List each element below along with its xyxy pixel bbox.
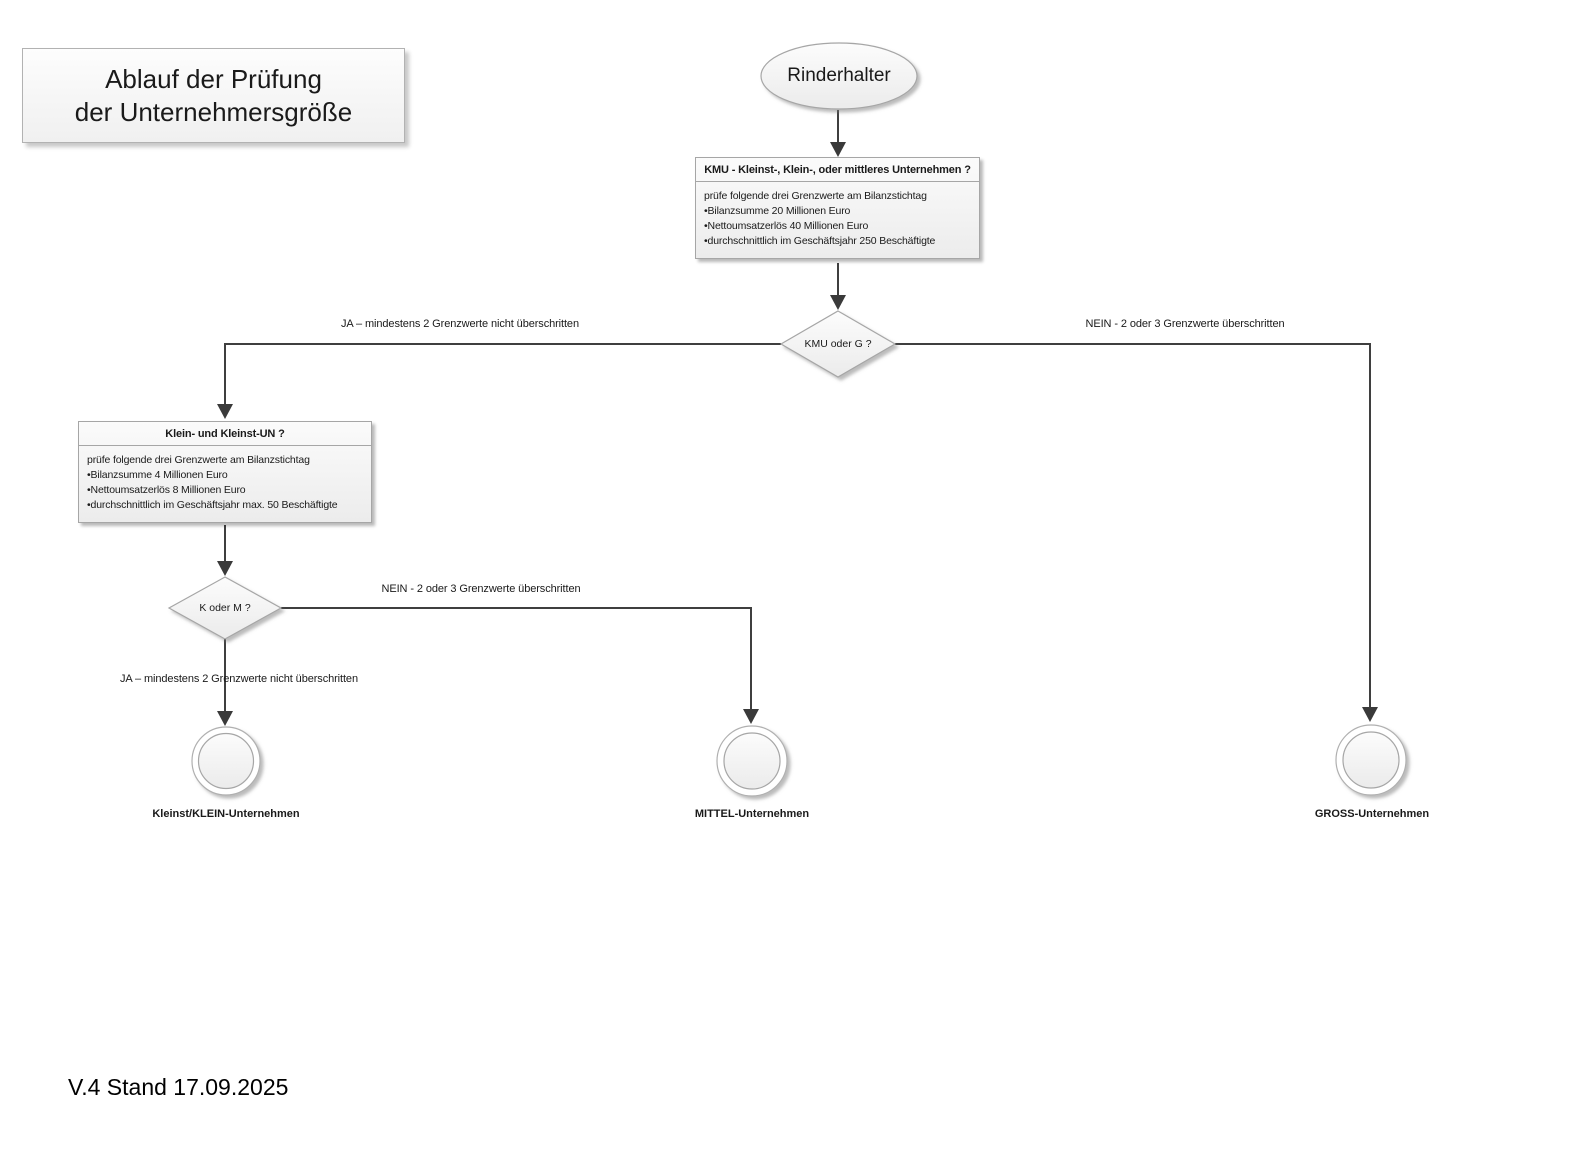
kmu-box-bullet-3: durchschnittlich im Geschäftsjahr 250 Be…	[704, 234, 971, 249]
arrowhead-terminal-large	[1362, 707, 1378, 722]
start-ellipse	[760, 42, 918, 110]
kmu-box-header: KMU - Kleinst-, Klein-, oder mittleres U…	[696, 158, 979, 182]
edge-decision-k-no	[281, 607, 752, 710]
diagram-title-box: Ablauf der Prüfung der Unternehmersgröße	[22, 48, 405, 143]
klein-box-body: prüfe folgende drei Grenzwerte am Bilanz…	[79, 446, 371, 522]
decision-kmu-label: KMU oder G ?	[804, 338, 872, 350]
version-stand-text: V.4 Stand 17.09.2025	[68, 1074, 289, 1100]
edge-label-kmu-yes: JA – mindestens 2 Grenzwerte nicht übers…	[341, 318, 579, 330]
edge-decision-kmu-no	[895, 343, 1371, 707]
edge-label-kmu-no: NEIN - 2 oder 3 Grenzwerte überschritten	[1085, 318, 1285, 330]
terminal-small-circle	[191, 726, 261, 796]
terminal-medium-label: MITTEL-Unternehmen	[694, 808, 810, 820]
arrowhead-kmu-box	[830, 142, 846, 157]
decision-k-diamond	[167, 576, 283, 640]
klein-box-header: Klein- und Kleinst-UN ?	[79, 422, 371, 446]
klein-box-intro: prüfe folgende drei Grenzwerte am Bilanz…	[87, 454, 310, 466]
decision-kmu-diamond	[779, 310, 897, 378]
arrowhead-klein-box	[217, 404, 233, 419]
kmu-process-box: KMU - Kleinst-, Klein-, oder mittleres U…	[695, 157, 980, 259]
edge-decision-kmu-yes	[224, 343, 781, 405]
klein-box-bullet-3: durchschnittlich im Geschäftsjahr max. 5…	[87, 498, 363, 513]
arrowhead-decision-kmu	[830, 295, 846, 310]
terminal-medium-circle	[716, 725, 788, 797]
kmu-box-intro: prüfe folgende drei Grenzwerte am Bilanz…	[704, 190, 927, 202]
klein-process-box: Klein- und Kleinst-UN ? prüfe folgende d…	[78, 421, 372, 523]
start-node-label: Rinderhalter	[787, 65, 891, 86]
arrowhead-decision-k	[217, 561, 233, 576]
kmu-box-bullet-2: Nettoumsatzerlös 40 Millionen Euro	[704, 219, 971, 234]
arrowhead-terminal-small	[217, 711, 233, 726]
arrowhead-terminal-medium	[743, 709, 759, 724]
terminal-large-label: GROSS-Unternehmen	[1314, 808, 1430, 820]
terminal-small-label: Kleinst/KLEIN-Unternehmen	[152, 808, 300, 820]
edge-label-k-no: NEIN - 2 oder 3 Grenzwerte überschritten	[381, 583, 581, 595]
decision-k-label: K oder M ?	[199, 602, 251, 614]
diagram-title-line1: Ablauf der Prüfung	[105, 64, 322, 94]
terminal-large-circle	[1335, 724, 1407, 796]
kmu-box-bullet-1: Bilanzsumme 20 Millionen Euro	[704, 204, 971, 219]
diagram-title-line2: der Unternehmersgröße	[74, 96, 353, 127]
edge-label-k-yes: JA – mindestens 2 Grenzwerte nicht übers…	[120, 673, 358, 685]
kmu-box-body: prüfe folgende drei Grenzwerte am Bilanz…	[696, 182, 979, 258]
klein-box-bullet-2: Nettoumsatzerlös 8 Millionen Euro	[87, 483, 363, 498]
klein-box-bullet-1: Bilanzsumme 4 Millionen Euro	[87, 468, 363, 483]
